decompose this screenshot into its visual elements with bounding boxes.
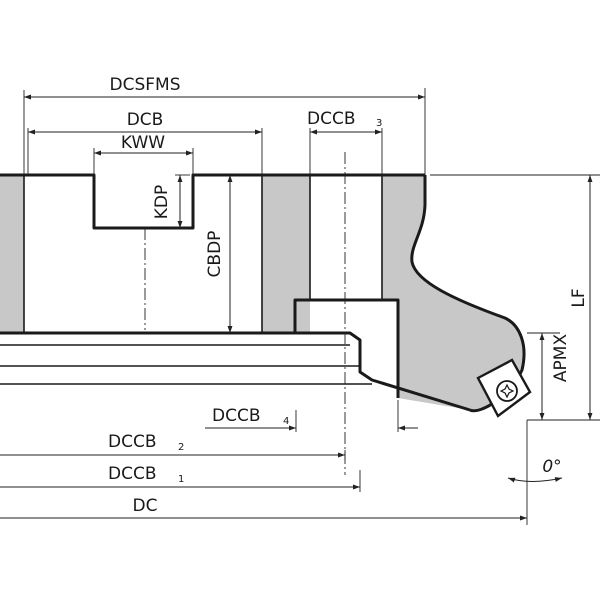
label-dccb3-sub: 3: [376, 118, 382, 129]
insert: [476, 358, 532, 418]
label-dccb4: DCCB: [212, 406, 261, 426]
label-dccb3: DCCB: [307, 109, 356, 129]
dimension-lines: [0, 94, 593, 521]
label-apmx: APMX: [551, 334, 571, 383]
label-angle: 0°: [542, 457, 561, 477]
label-dccb2-sub: 2: [178, 442, 184, 453]
label-dccb1: DCCB: [108, 464, 157, 484]
label-dcsfms: DCSFMS: [110, 75, 181, 95]
label-lf: LF: [569, 288, 589, 307]
label-dccb4-sub: 4: [283, 416, 289, 427]
center-lines: [144, 152, 346, 475]
torx-screw-icon: [499, 383, 515, 399]
label-dccb1-sub: 1: [178, 474, 184, 485]
label-cbdp: CBDP: [205, 231, 225, 278]
label-kdp: KDP: [152, 185, 172, 220]
label-dccb2: DCCB: [108, 432, 157, 452]
internal-lines: [0, 175, 383, 385]
label-dc: DC: [133, 496, 158, 516]
label-dcb: DCB: [127, 110, 164, 130]
extension-lines: [23, 88, 600, 525]
dimension-labels: DCSFMS DCB KWW DCCB 3 KDP CBDP LF APMX D…: [108, 75, 589, 516]
label-kww: KWW: [121, 133, 165, 153]
